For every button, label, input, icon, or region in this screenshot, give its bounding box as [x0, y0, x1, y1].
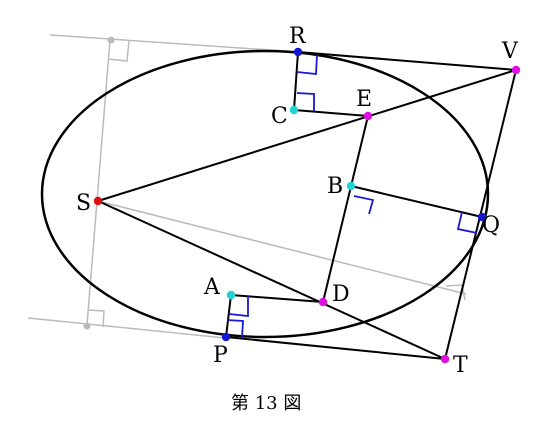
point-gray-top	[107, 36, 115, 44]
points	[83, 36, 521, 364]
construction-segments	[97, 51, 517, 360]
segment-a-p	[225, 294, 232, 338]
figure-caption: 第 13 図	[231, 393, 301, 414]
aux-line-vertical	[86, 39, 111, 326]
segment-p-t	[225, 336, 446, 360]
right-angle-markers	[226, 54, 478, 339]
label-q: Q	[482, 213, 500, 238]
point-c	[289, 105, 299, 115]
aux-line-top	[49, 34, 301, 53]
point-p	[221, 332, 231, 342]
segment-s-t	[97, 200, 446, 360]
label-t: T	[453, 353, 468, 378]
point-q	[477, 212, 487, 222]
right-angle-gray-bottom	[87, 309, 105, 328]
ellipse	[40, 49, 490, 339]
point-r	[293, 47, 303, 57]
label-a: A	[203, 275, 221, 300]
point-gray-bottom	[83, 322, 91, 330]
right-angle-c	[296, 92, 315, 111]
point-t	[440, 354, 450, 364]
label-r: R	[289, 24, 307, 49]
point-b	[346, 181, 356, 191]
aux-line-s-to-q-extension	[97, 200, 467, 295]
label-s: S	[76, 191, 91, 216]
label-p: P	[213, 343, 228, 368]
right-angle-r	[296, 54, 318, 75]
segment-b-q	[350, 185, 483, 218]
right-angle-b	[353, 195, 375, 215]
point-a	[226, 290, 236, 300]
label-d: D	[332, 282, 350, 307]
right-angle-p	[226, 319, 244, 339]
segment-e-d	[322, 115, 369, 303]
segment-r-v	[297, 51, 517, 71]
auxiliary-lines	[27, 34, 467, 339]
right-angle-a	[228, 296, 249, 317]
point-v	[511, 65, 521, 75]
right-angle-q	[456, 211, 478, 234]
label-e: E	[356, 87, 372, 112]
point-labels: R V C E S B Q A D P T	[76, 24, 519, 378]
label-v: V	[501, 39, 519, 64]
label-c: C	[271, 104, 288, 129]
segment-s-v	[97, 69, 517, 202]
aux-line-bottom	[27, 317, 226, 339]
label-b: B	[327, 174, 343, 199]
point-e	[363, 111, 373, 121]
segment-a-d	[230, 294, 324, 303]
point-d	[318, 297, 328, 307]
right-angle-gray-right	[445, 284, 466, 301]
segment-c-e	[293, 109, 369, 117]
point-s	[93, 196, 103, 206]
segment-r-c	[293, 51, 299, 111]
right-angle-gray-top	[107, 39, 130, 62]
